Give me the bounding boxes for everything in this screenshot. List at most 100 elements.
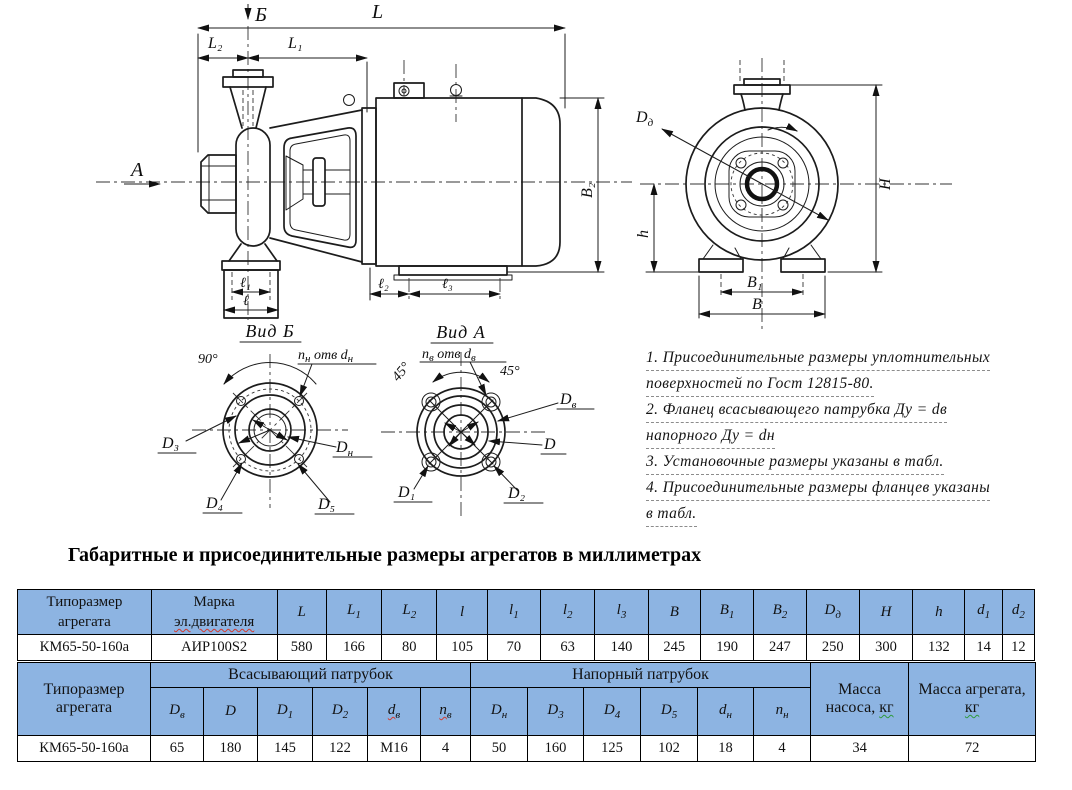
dim-l3: ℓ₃ (408, 277, 501, 302)
svg-text:Dв: Dв (559, 391, 577, 411)
cell-mass-pump: 34 (810, 735, 910, 762)
handwritten-notes: 1. Присоединительные размеры уплотнитель… (646, 346, 1070, 528)
svg-text:D₅: D₅ (317, 496, 335, 513)
col-header-l: l (436, 589, 488, 635)
inlet-hexagon (200, 154, 237, 214)
dim-H: H (789, 84, 894, 273)
bracket-window (283, 127, 357, 249)
dim-L: L (197, 1, 566, 153)
group-header-discharge: Напорный патрубок (470, 662, 812, 688)
col-header-type: Типоразмер агрегата (17, 589, 152, 635)
svg-text:ℓ₃: ℓ₃ (442, 277, 453, 292)
col-header-D: D (203, 687, 258, 736)
nozzle-neck (740, 93, 784, 111)
dim-l1: ℓ₁ (231, 276, 271, 296)
col-header-D5: D5 (640, 687, 699, 736)
col-header-type2: Типоразмер агрегата (17, 662, 151, 736)
note-line: в табл. (646, 502, 697, 527)
note-line: напорного Ду = dн (646, 424, 775, 449)
col-header-dn: dн (697, 687, 755, 736)
col-header-D4: D4 (583, 687, 642, 736)
cell-type2: КМ65-50-160а (17, 735, 151, 762)
col-header-Dv: Dв (150, 687, 204, 736)
section-title: Габаритные и присоединительные размеры а… (68, 544, 702, 566)
coupling-disc (312, 157, 326, 207)
col-header-d2: d2 (1001, 589, 1036, 635)
svg-text:45°: 45° (390, 360, 414, 385)
svg-text:B₁: B₁ (747, 274, 762, 291)
label-D1: D₁ (393, 465, 433, 503)
motor-end-cap (521, 97, 561, 267)
svg-text:Dн: Dн (335, 439, 354, 459)
svg-text:90°: 90° (198, 352, 218, 367)
cell-mass-unit: 72 (908, 735, 1037, 762)
svg-text:D₄: D₄ (205, 495, 223, 512)
col-header-h: h (912, 589, 966, 635)
dim-l2: ℓ₂ (369, 267, 410, 302)
col-header-L: L (276, 589, 327, 635)
discharge-neck (229, 86, 267, 129)
col-header-dv: dв (367, 687, 421, 736)
col-header-l3: l3 (594, 589, 649, 635)
holes-count-label-b: nн отв dн (297, 348, 377, 397)
label-Dn: Dн (287, 435, 373, 459)
table-row: КМ65-50-160а АИР100S2 580 166 80 105 70 … (17, 634, 1036, 661)
volute-casing (235, 127, 271, 247)
view-a-title: Вид А (436, 322, 486, 342)
svg-text:D: D (543, 436, 556, 453)
col-header-L2: L2 (381, 589, 438, 635)
motor-foot-pad (393, 274, 513, 281)
col-header-Dd: Dд (805, 589, 860, 635)
label-D4: D₄ (202, 462, 243, 514)
shaft (324, 169, 351, 195)
label-D5: D₅ (297, 463, 355, 515)
svg-text:L: L (371, 1, 383, 23)
svg-text:ℓ₁: ℓ₁ (240, 276, 251, 291)
svg-text:L₂: L₂ (207, 35, 223, 52)
foot-pedestal (223, 269, 279, 319)
dim-B: B (698, 296, 826, 318)
svg-text:B₂: B₂ (579, 182, 596, 198)
view-b-flange: Вид Б 90° nн отв dн D₃ Dн (157, 321, 377, 515)
dim-l: ℓ (223, 294, 279, 314)
cell-type: КМ65-50-160а (17, 634, 152, 661)
foot-left (702, 244, 742, 260)
note-line: 2. Фланец всасывающего патрубка Ду = dв (646, 398, 948, 423)
svg-text:ℓ: ℓ (243, 294, 249, 309)
label-Dv: Dв (497, 391, 595, 422)
label-D2: D₂ (493, 465, 544, 504)
dim-B2: B₂ (506, 97, 605, 273)
col-header-B1: B1 (699, 589, 755, 635)
col-header-mass-pump: Масса насоса, кг (810, 662, 910, 736)
side-view: А Б (96, 1, 632, 320)
foot-taper (228, 243, 278, 262)
col-header-l2: l2 (540, 589, 596, 635)
note-line: поверхностей по Гост 12815-80. (646, 372, 874, 397)
col-header-l1: l1 (486, 589, 542, 635)
svg-text:45°: 45° (500, 364, 520, 379)
foot-flange (221, 260, 281, 271)
angle-45-right: 45° (500, 364, 520, 379)
note-line: 3. Установочные размеры указаны в табл. (646, 450, 944, 475)
label-D: D (488, 436, 567, 455)
table-row: КМ65-50-160а 65 180 145 122 М16 4 50 160… (17, 735, 1037, 762)
svg-text:H: H (877, 177, 894, 191)
col-header-Dn: Dн (470, 687, 529, 736)
svg-text:h: h (635, 230, 652, 238)
svg-text:D₃: D₃ (161, 435, 179, 452)
view-b-marker: Б (254, 4, 267, 26)
svg-text:D₂: D₂ (507, 485, 526, 502)
col-header-nn: nн (753, 687, 812, 736)
label-D3: D₃ (157, 415, 237, 454)
motor-baseplate (398, 265, 508, 276)
end-view: Dд H h B₁ B (635, 58, 952, 332)
dim-h: h (635, 183, 701, 273)
group-header-suction: Всасывающий патрубок (149, 662, 472, 688)
col-header-D3: D3 (527, 687, 585, 736)
discharge-flange (222, 76, 274, 88)
svg-text:L₁: L₁ (287, 35, 302, 52)
